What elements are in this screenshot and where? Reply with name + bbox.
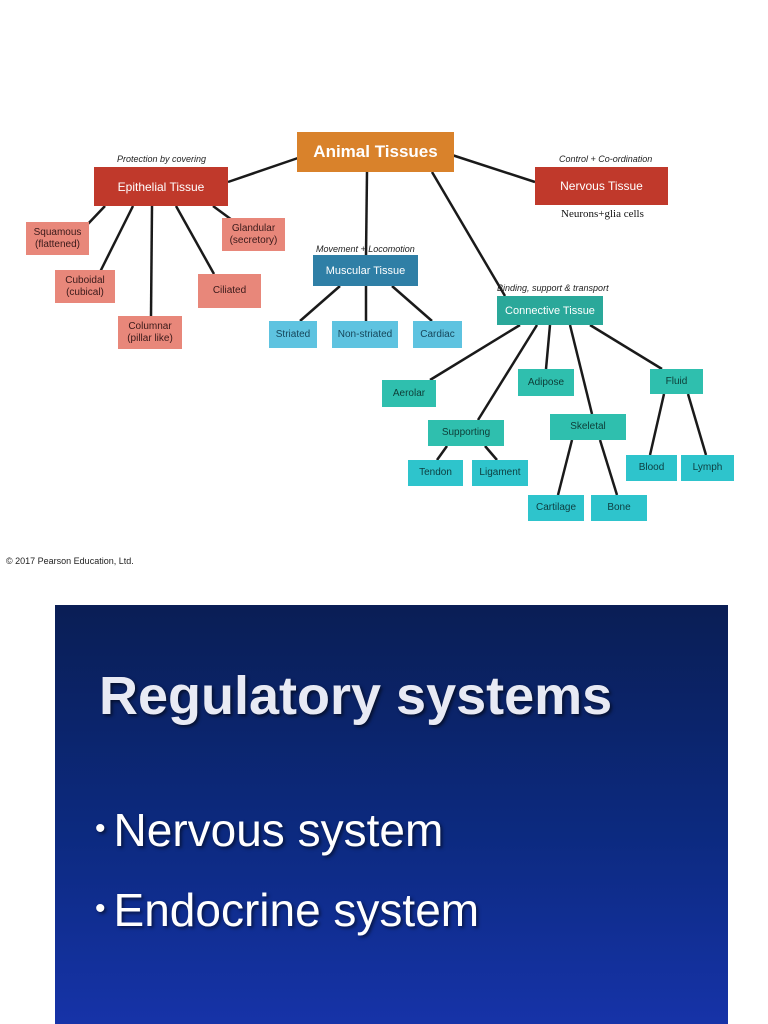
node-squamous: Squamous (flattened)	[26, 222, 89, 255]
caption-connective: Binding, support & transport	[497, 283, 609, 293]
node-nervous-tissue: Nervous Tissue	[535, 167, 668, 205]
caption-epithelial: Protection by covering	[117, 154, 207, 164]
bullet-text-nervous: Nervous system	[113, 804, 444, 856]
node-fluid: Fluid	[650, 369, 703, 394]
nervous-note: Neurons+glia cells	[561, 208, 644, 220]
bullet-item: •Endocrine system	[95, 883, 479, 937]
node-lymph: Lymph	[681, 455, 734, 481]
node-striated: Striated	[269, 321, 317, 348]
node-cardiac: Cardiac	[413, 321, 462, 348]
bullet-item: •Nervous system	[95, 803, 443, 857]
connector-lines	[85, 153, 708, 496]
animal-tissues-diagram: Protection by covering Control + Co-ordi…	[6, 132, 734, 566]
node-supporting: Supporting	[428, 420, 504, 446]
caption-muscular: Movement + Locomotion	[316, 244, 415, 254]
node-columnar: Columnar (pillar like)	[118, 316, 182, 349]
node-muscular-tissue: Muscular Tissue	[313, 255, 418, 286]
node-connective-tissue: Connective Tissue	[497, 296, 603, 325]
caption-nervous: Control + Co-ordination	[559, 154, 653, 164]
regulatory-systems-slide: Regulatory systems •Nervous system •Endo…	[55, 605, 728, 1024]
node-adipose: Adipose	[518, 369, 574, 396]
node-ciliated: Ciliated	[198, 274, 261, 308]
node-bone: Bone	[591, 495, 647, 521]
node-ligament: Ligament	[472, 460, 528, 486]
node-cartilage: Cartilage	[528, 495, 584, 521]
node-animal-tissues: Animal Tissues	[297, 132, 454, 172]
bullet-symbol: •	[95, 812, 106, 845]
slide-title: Regulatory systems	[99, 666, 613, 726]
node-glandular: Glandular (secretory)	[222, 218, 285, 251]
bullet-text-endocrine: Endocrine system	[113, 884, 480, 936]
copyright-notice: © 2017 Pearson Education, Ltd.	[6, 556, 134, 566]
node-tendon: Tendon	[408, 460, 463, 486]
node-aerolar: Aerolar	[382, 380, 436, 407]
node-cuboidal: Cuboidal (cubical)	[55, 270, 115, 303]
node-epithelial-tissue: Epithelial Tissue	[94, 167, 228, 206]
bullet-symbol: •	[95, 892, 106, 925]
node-blood: Blood	[626, 455, 677, 481]
node-skeletal: Skeletal	[550, 414, 626, 440]
node-non-striated: Non-striated	[332, 321, 398, 348]
